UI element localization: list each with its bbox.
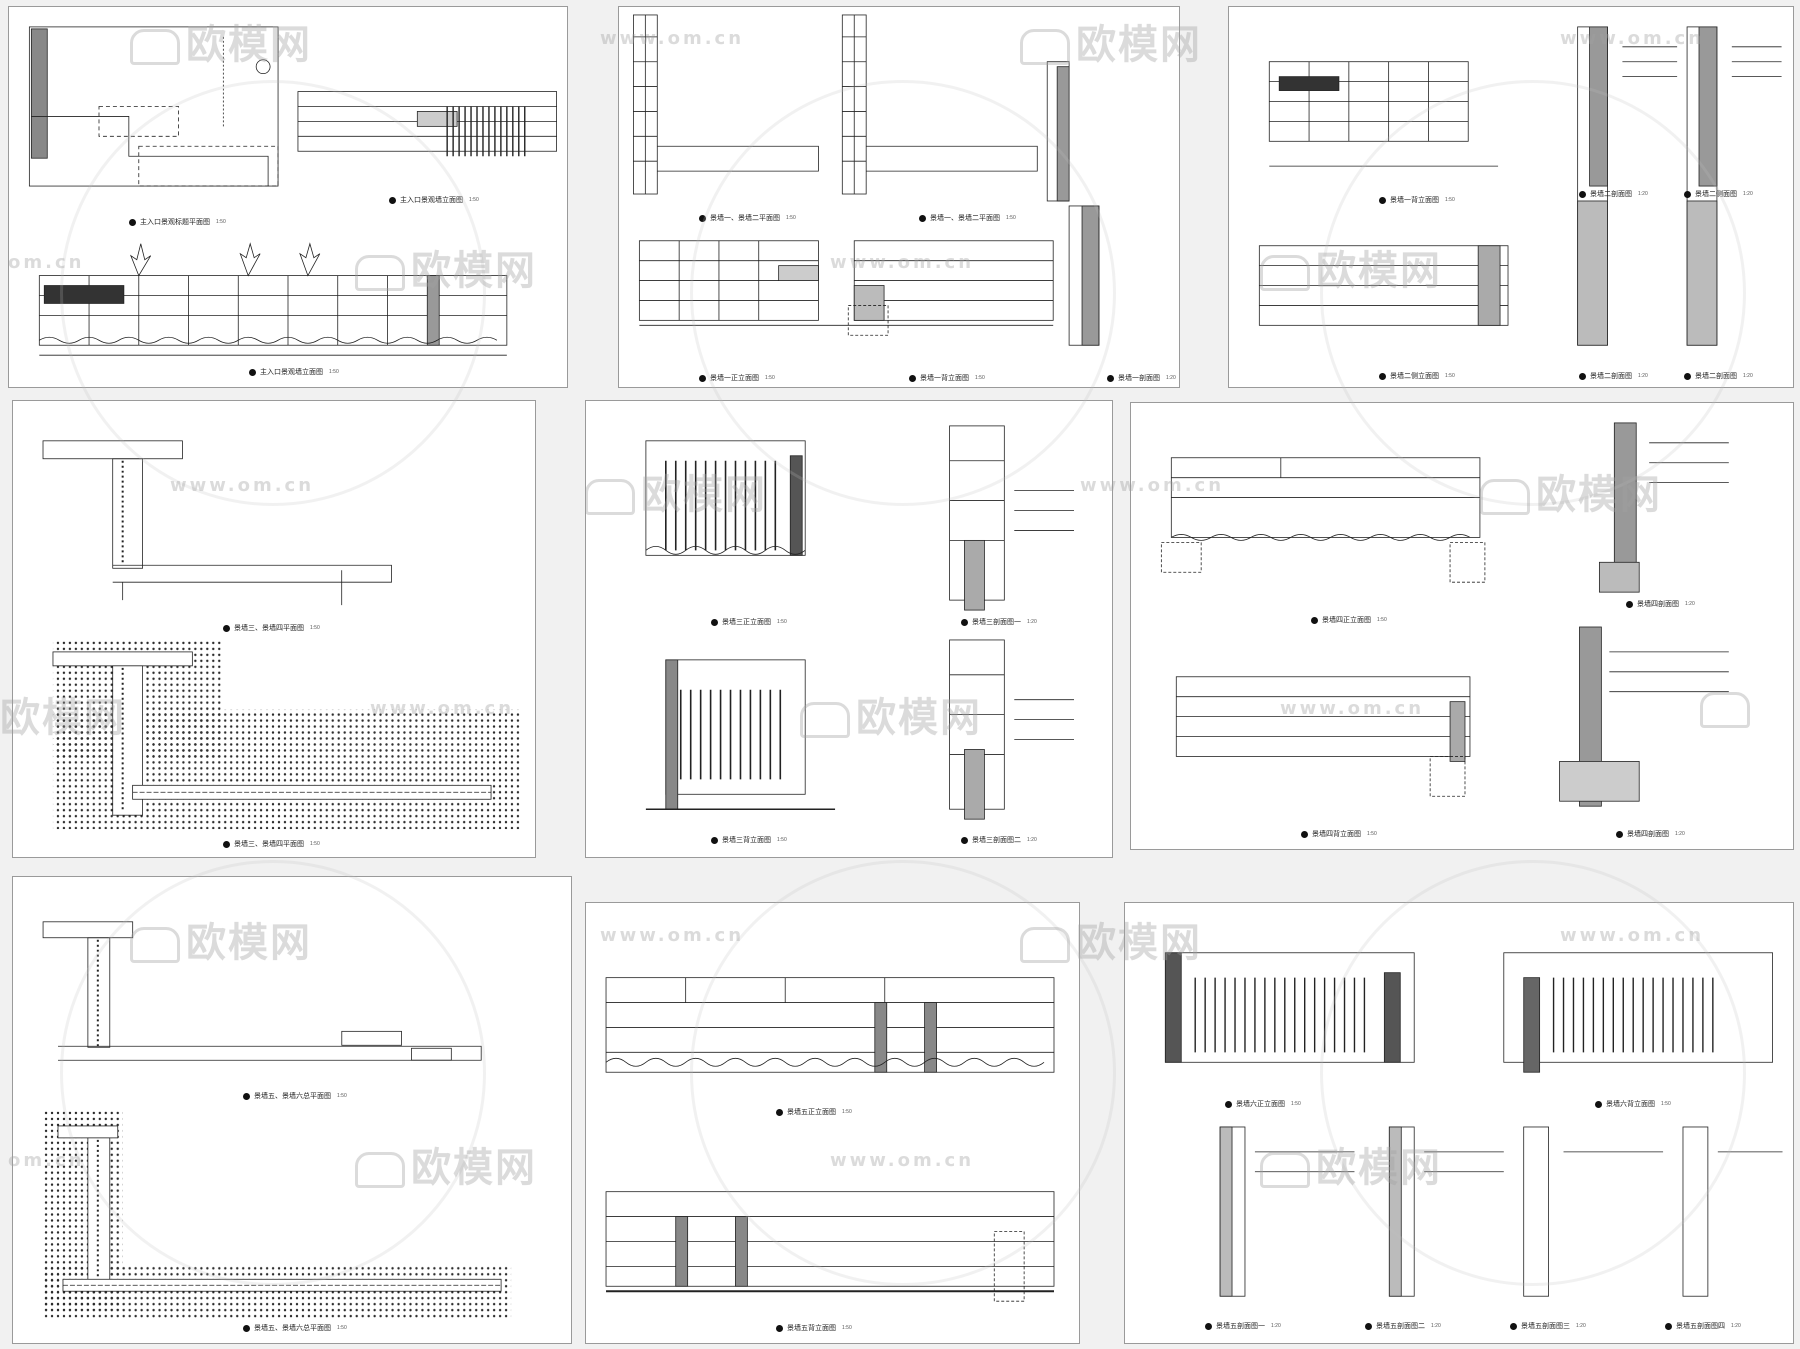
- title-marker-icon: [389, 196, 396, 204]
- title-marker-icon: [1379, 196, 1386, 204]
- title-marker-icon: [223, 840, 230, 848]
- title-marker-icon: [1365, 1322, 1372, 1330]
- title-marker-icon: [1616, 830, 1623, 838]
- title-marker-icon: [243, 1324, 250, 1332]
- cad-drawing: [1164, 952, 1783, 1297]
- title-marker-icon: [243, 1092, 250, 1100]
- cad-drawing: [42, 921, 512, 1321]
- title-marker-icon: [1379, 372, 1386, 380]
- title-marker-icon: [711, 836, 718, 844]
- title-marker-icon: [919, 214, 926, 222]
- title-marker-icon: [1107, 374, 1114, 382]
- title-marker-icon: [1684, 190, 1691, 198]
- title-marker-icon: [1225, 1100, 1232, 1108]
- cad-drawing: [1258, 26, 1782, 346]
- cad-drawing: [633, 14, 1100, 346]
- title-marker-icon: [1311, 616, 1318, 624]
- title-marker-icon: [1665, 1322, 1672, 1330]
- title-marker-icon: [699, 374, 706, 382]
- cad-drawing: [605, 977, 1055, 1302]
- title-marker-icon: [961, 618, 968, 626]
- title-marker-icon: [1626, 600, 1633, 608]
- title-marker-icon: [1579, 372, 1586, 380]
- title-marker-icon: [1684, 372, 1691, 380]
- cad-drawing: [645, 425, 1075, 820]
- title-marker-icon: [776, 1108, 783, 1116]
- title-marker-icon: [711, 618, 718, 626]
- title-marker-icon: [129, 218, 136, 226]
- title-marker-icon: [961, 836, 968, 844]
- title-marker-icon: [1595, 1100, 1602, 1108]
- cad-drawing: [1160, 422, 1729, 807]
- title-marker-icon: [223, 624, 230, 632]
- title-marker-icon: [1579, 190, 1586, 198]
- title-marker-icon: [1205, 1322, 1212, 1330]
- title-marker-icon: [249, 368, 256, 376]
- cad-drawing: [42, 440, 521, 830]
- title-marker-icon: [1510, 1322, 1517, 1330]
- title-marker-icon: [699, 214, 706, 222]
- title-marker-icon: [909, 374, 916, 382]
- title-marker-icon: [776, 1324, 783, 1332]
- title-marker-icon: [1301, 830, 1308, 838]
- cad-drawing: [28, 26, 557, 356]
